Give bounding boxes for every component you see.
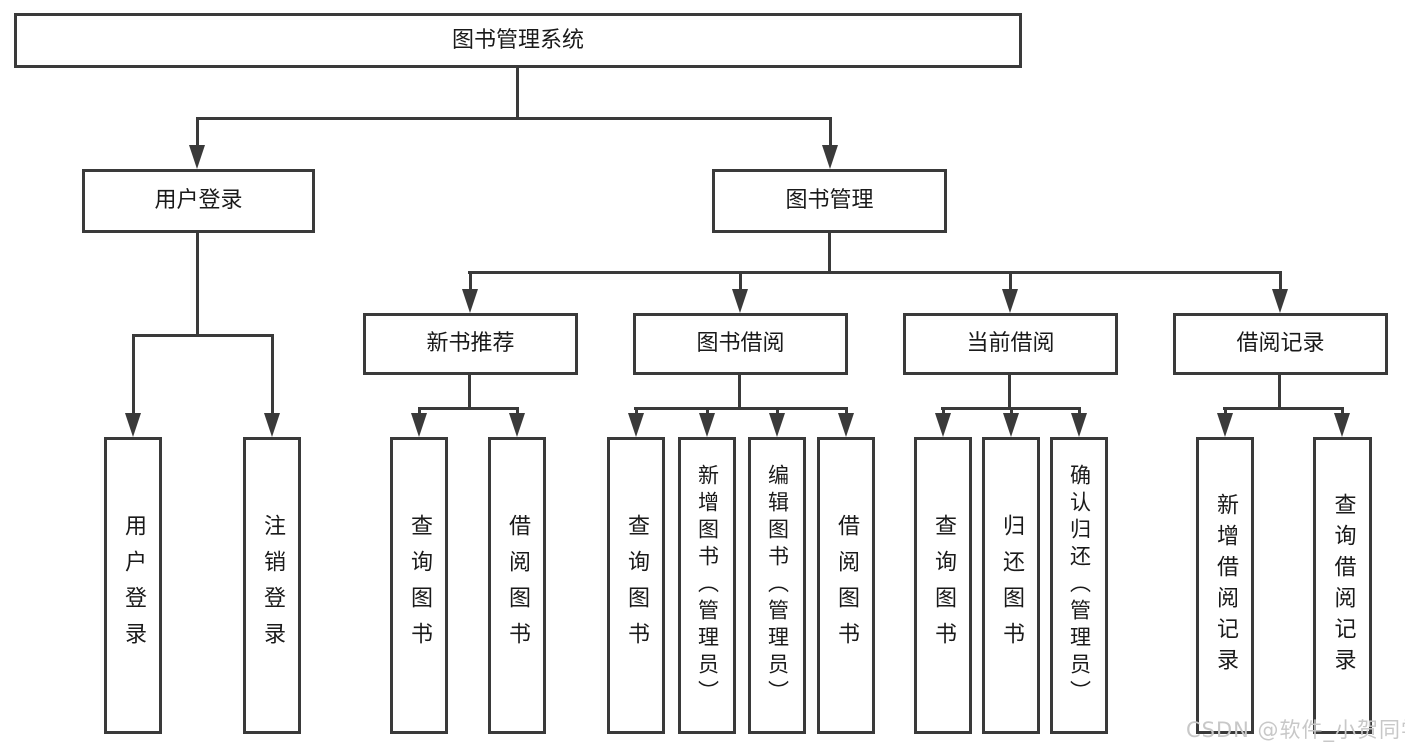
connector-drop (845, 407, 848, 415)
connector-drop (942, 407, 945, 415)
connector-drop (1078, 407, 1081, 415)
leaf-label: 借阅图书 (505, 513, 530, 658)
leaf-user-login: 用户登录 (104, 437, 162, 734)
node-label: 图书借阅 (696, 331, 785, 356)
leaf-query-books-recommend: 查询图书 (390, 437, 448, 734)
connector-drop-user-login (196, 117, 199, 147)
leaf-add-book-admin: 新增图书（管理员） (678, 437, 736, 734)
arrow-down-icon (822, 145, 838, 169)
node-new-book-recommend: 新书推荐 (363, 313, 578, 375)
leaf-label: 确认归还（管理员） (1067, 464, 1092, 707)
node-label: 图书管理 (785, 188, 874, 213)
leaf-return-book: 归还图书 (982, 437, 1040, 734)
leaf-label: 新增借阅记录 (1213, 492, 1238, 679)
leaf-label: 查询图书 (407, 513, 432, 658)
leaf-add-borrow-record: 新增借阅记录 (1196, 437, 1254, 734)
node-book-management: 图书管理 (712, 169, 947, 233)
watermark: CSDN @软件_小贺同学 (1186, 718, 1405, 742)
arrow-down-icon (935, 413, 951, 437)
node-label: 借阅记录 (1236, 331, 1325, 356)
connector-drop (1010, 407, 1013, 415)
connector-drop (516, 407, 519, 415)
connector-drop (635, 407, 638, 415)
connector-drop (1341, 407, 1344, 415)
arrow-down-icon (1003, 413, 1019, 437)
connector-book-borrowing-trunk (738, 375, 741, 410)
connector-book-management-rail (468, 271, 1281, 274)
node-borrow-records: 借阅记录 (1173, 313, 1388, 375)
arrow-down-icon (838, 413, 854, 437)
leaf-confirm-return-admin: 确认归还（管理员） (1050, 437, 1108, 734)
connector-drop-current-borrowing (1009, 271, 1012, 291)
connector-new-book-recommend-rail (418, 407, 519, 410)
connector-user-login-rail (132, 334, 274, 337)
connector-book-borrowing-rail (634, 407, 847, 410)
connector-drop-borrow-records (1279, 271, 1282, 291)
connector-drop (776, 407, 779, 415)
leaf-borrow-books-recommend: 借阅图书 (488, 437, 546, 734)
arrow-down-icon (264, 413, 280, 437)
leaf-label: 查询借阅记录 (1330, 492, 1356, 679)
arrow-down-icon (628, 413, 644, 437)
arrow-down-icon (1002, 289, 1018, 313)
leaf-label: 借阅图书 (834, 513, 859, 658)
arrow-down-icon (411, 413, 427, 437)
arrow-down-icon (125, 413, 141, 437)
connector-root-trunk (516, 68, 519, 120)
node-book-borrowing: 图书借阅 (633, 313, 848, 375)
arrow-down-icon (509, 413, 525, 437)
connector-drop (1224, 407, 1227, 415)
node-user-login: 用户登录 (82, 169, 315, 233)
connector-drop-new-book-recommend (469, 271, 472, 291)
leaf-label: 编辑图书（管理员） (765, 464, 790, 707)
arrow-down-icon (1217, 413, 1233, 437)
arrow-down-icon (189, 145, 205, 169)
node-library-management-system: 图书管理系统 (14, 13, 1022, 68)
arrow-down-icon (462, 289, 478, 313)
connector-drop-leaf-user-login (132, 334, 135, 415)
connector-drop-book-borrowing (739, 271, 742, 291)
leaf-label: 查询图书 (624, 513, 649, 658)
connector-borrow-records-trunk (1278, 375, 1281, 410)
leaf-query-borrow-record: 查询借阅记录 (1313, 437, 1372, 734)
connector-current-borrowing-trunk (1008, 375, 1011, 410)
leaf-edit-book-admin: 编辑图书（管理员） (748, 437, 806, 734)
node-label: 图书管理系统 (451, 27, 584, 53)
leaf-query-books-borrowing: 查询图书 (607, 437, 665, 734)
leaf-logout: 注销登录 (243, 437, 301, 734)
leaf-label: 用户登录 (121, 513, 146, 658)
connector-drop (706, 407, 709, 415)
leaf-label: 查询图书 (931, 513, 956, 658)
arrow-down-icon (699, 413, 715, 437)
connector-user-login-trunk (196, 233, 199, 337)
connector-drop-book-management (829, 117, 832, 147)
connector-drop-leaf-logout (271, 334, 274, 415)
arrow-down-icon (732, 289, 748, 313)
arrow-down-icon (1272, 289, 1288, 313)
connector-new-book-recommend-trunk (468, 375, 471, 410)
leaf-label: 新增图书（管理员） (695, 464, 720, 707)
leaf-query-books-current: 查询图书 (914, 437, 972, 734)
arrow-down-icon (1334, 413, 1350, 437)
connector-drop (418, 407, 421, 415)
node-current-borrowing: 当前借阅 (903, 313, 1118, 375)
node-label: 用户登录 (154, 188, 243, 213)
leaf-label: 归还图书 (999, 513, 1024, 658)
node-label: 新书推荐 (426, 331, 515, 356)
connector-borrow-records-rail (1223, 407, 1343, 410)
node-label: 当前借阅 (966, 331, 1055, 356)
arrow-down-icon (769, 413, 785, 437)
connector-book-management-trunk (828, 233, 831, 274)
leaf-label: 注销登录 (260, 513, 285, 658)
connector-root-rail (196, 117, 832, 120)
leaf-borrow-books-borrowing: 借阅图书 (817, 437, 875, 734)
arrow-down-icon (1071, 413, 1087, 437)
